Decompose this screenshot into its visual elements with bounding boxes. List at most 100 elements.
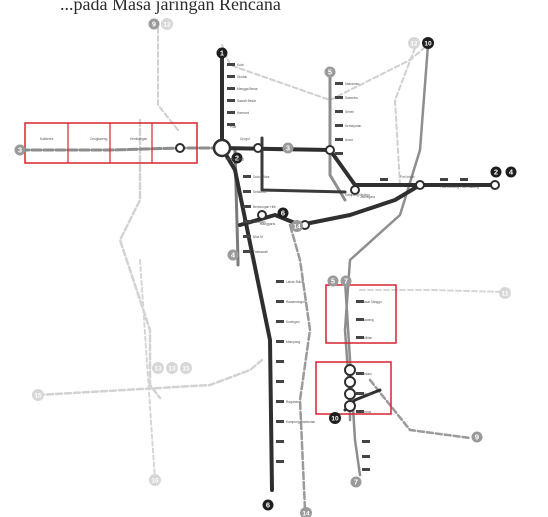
line-12-east bbox=[395, 48, 415, 185]
line-badge-4a: 4 bbox=[506, 167, 517, 178]
line-badge-13a: 13 bbox=[152, 362, 164, 374]
interchange-nodes bbox=[176, 140, 499, 411]
line-badge-label: 12 bbox=[163, 22, 171, 29]
interchange-west bbox=[176, 144, 184, 152]
station-label: Kota bbox=[237, 63, 244, 67]
station-tick bbox=[362, 440, 370, 443]
station-tick bbox=[276, 380, 284, 383]
station-label: Blok M bbox=[253, 235, 263, 239]
station-label: Harmoni bbox=[237, 111, 249, 115]
interchange-cawang-4 bbox=[345, 401, 355, 411]
station-tick bbox=[276, 460, 284, 463]
station-tick bbox=[335, 124, 343, 127]
station-label: Cililitan bbox=[362, 336, 373, 340]
station-label: Puri Indah bbox=[400, 175, 415, 179]
line-badge-16: 16 bbox=[149, 474, 161, 486]
station-tick bbox=[227, 99, 235, 102]
station-label: Kampung Rambutan bbox=[286, 420, 315, 424]
line-badge-14b: 14 bbox=[300, 507, 312, 517]
interchange-east-end bbox=[491, 181, 499, 189]
line-badge-2b: 2 bbox=[491, 167, 502, 178]
line-badge-label: 3 bbox=[18, 146, 22, 155]
line-badge-10b: 10 bbox=[329, 412, 341, 424]
line-12-route bbox=[158, 28, 178, 130]
station-tick bbox=[276, 280, 284, 283]
interchange-manggarai bbox=[258, 211, 266, 219]
station-label: Dukuh Atas bbox=[253, 175, 270, 179]
line-badge-11: 11 bbox=[499, 287, 511, 299]
station-tick bbox=[276, 320, 284, 323]
line-badge-label: 1 bbox=[220, 49, 224, 58]
line-11-route bbox=[222, 45, 424, 100]
line-badge-label: 9 bbox=[475, 433, 479, 442]
station-tick bbox=[335, 138, 343, 141]
station-tick bbox=[243, 190, 251, 193]
line-9-route bbox=[370, 380, 470, 438]
station-label: Pluit bbox=[230, 125, 236, 129]
highlight-box-west-corridor bbox=[25, 123, 197, 163]
station-tick bbox=[227, 63, 235, 66]
station-tick bbox=[362, 455, 370, 458]
station-tick bbox=[335, 152, 343, 155]
station-label: Rawamangun bbox=[286, 300, 306, 304]
line-badge-9a: 9 bbox=[149, 19, 160, 30]
line-badge-12b: 12 bbox=[408, 37, 420, 49]
line-badge-13b: 13 bbox=[166, 362, 178, 374]
station-label: Mangga Besar bbox=[237, 87, 259, 91]
line-badge-label: 14 bbox=[302, 511, 310, 517]
station-label: Matraman bbox=[345, 82, 360, 86]
line-badge-7a: 7 bbox=[341, 276, 352, 287]
station-tick bbox=[276, 360, 284, 363]
station-label: Bendungan Hilir bbox=[253, 205, 277, 209]
interchange-senen bbox=[326, 146, 334, 154]
line-badge-3a: 3 bbox=[15, 145, 26, 156]
interchange-cawang-1 bbox=[345, 365, 355, 375]
line-badge-layer: 122334455667799101011121213131414151516 bbox=[15, 18, 517, 517]
station-label: Lebak Bulus bbox=[286, 280, 304, 284]
station-label: Pulo Gadung bbox=[460, 185, 479, 189]
line-badge-4b: 4 bbox=[228, 250, 239, 261]
station-tick bbox=[243, 175, 251, 178]
line-badge-9b: 9 bbox=[472, 432, 483, 443]
line-badge-12a: 12 bbox=[161, 18, 173, 30]
station-tick bbox=[243, 220, 251, 223]
line-badge-label: 7 bbox=[344, 277, 348, 286]
station-tick bbox=[276, 400, 284, 403]
station-tick bbox=[276, 440, 284, 443]
station-tick bbox=[243, 235, 251, 238]
line-badge-label: 10 bbox=[424, 41, 432, 48]
line-badge-label: 13 bbox=[168, 366, 176, 373]
station-label: Cibubur bbox=[362, 392, 374, 396]
station-tick bbox=[227, 75, 235, 78]
line-badge-label: 15 bbox=[182, 366, 190, 373]
station-tick bbox=[362, 468, 370, 471]
station-label: Glodok bbox=[237, 75, 248, 79]
line-badge-6b: 6 bbox=[263, 500, 274, 511]
station-label: Fatmawati bbox=[253, 250, 268, 254]
line-badge-label: 5 bbox=[331, 277, 335, 286]
station-label: Kalideres bbox=[40, 137, 54, 141]
line-badge-label: 2 bbox=[494, 168, 498, 177]
station-label: Cawang bbox=[362, 318, 374, 322]
line-1-route bbox=[222, 58, 272, 490]
line-11-east bbox=[360, 290, 505, 292]
line-badge-label: 16 bbox=[151, 478, 159, 485]
line-badge-label: 7 bbox=[354, 478, 358, 487]
line-badge-7b: 7 bbox=[351, 477, 362, 488]
station-label: Senen bbox=[345, 110, 354, 114]
station-tick bbox=[440, 178, 448, 181]
station-tick bbox=[227, 87, 235, 90]
line-badge-10a: 10 bbox=[422, 37, 434, 49]
line-badge-label: 13 bbox=[154, 366, 162, 373]
interchange-cawang-3 bbox=[345, 389, 355, 399]
line-badge-label: 5 bbox=[328, 68, 332, 77]
line-badge-1: 1 bbox=[217, 48, 228, 59]
station-tick bbox=[227, 111, 235, 114]
station-tick bbox=[243, 205, 251, 208]
interchange-pulo-gadung bbox=[416, 181, 424, 189]
line-10-route bbox=[345, 45, 428, 420]
line-badge-5b: 5 bbox=[328, 276, 339, 287]
line-badge-15b: 15 bbox=[180, 362, 192, 374]
